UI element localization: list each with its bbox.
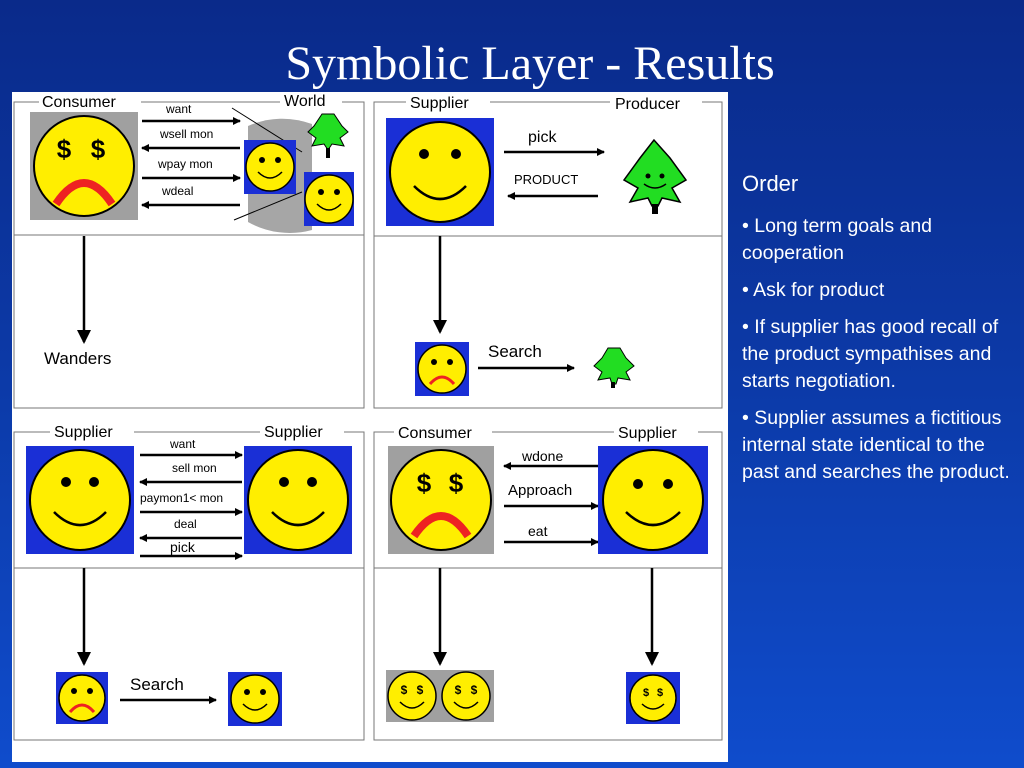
p1-msg-wdeal: wdeal xyxy=(161,184,193,198)
svg-text:$: $ xyxy=(449,468,464,498)
supplier-small-happy-face-icon xyxy=(228,672,282,726)
consumer-double-happy-face-icon: $ $ $ $ xyxy=(386,670,494,722)
panel2-right-label: Producer xyxy=(615,96,681,113)
p2-msg-product: PRODUCT xyxy=(514,172,578,187)
sidebar-bullet-1: • Long term goals and cooperation xyxy=(742,215,933,264)
supplier-right-happy-face-icon xyxy=(244,446,352,554)
panel4-right-label: Supplier xyxy=(618,425,677,442)
p3-result-search: Search xyxy=(130,675,184,694)
diagram: Consumer World $ $ want wsell mon wpay m… xyxy=(12,92,728,762)
svg-text:$: $ xyxy=(643,687,649,699)
svg-text:$: $ xyxy=(57,134,72,164)
sidebar-bullet-4: • Supplier assumes a fictitious internal… xyxy=(742,407,1010,483)
p3-msg-deal: deal xyxy=(174,517,197,531)
producer-tree-icon xyxy=(622,138,688,214)
p4-msg-eat: eat xyxy=(528,523,548,539)
supplier-left-happy-face-icon xyxy=(26,446,134,554)
consumer-sad-face-2-icon: $ $ xyxy=(388,446,494,554)
supplier-happy-face-icon xyxy=(386,118,494,226)
consumer-sad-face-icon: $ $ xyxy=(30,112,138,220)
svg-text:$: $ xyxy=(657,687,663,699)
supplier-small-sad-face-icon xyxy=(56,672,108,724)
p4-msg-wdone: wdone xyxy=(521,448,563,464)
panel4-left-label: Consumer xyxy=(398,425,472,442)
svg-text:$: $ xyxy=(417,468,432,498)
panel-supplier-supplier: Supplier Supplier want sell mon paymon1<… xyxy=(26,424,352,726)
p1-msg-wpay: wpay mon xyxy=(157,157,213,171)
panel-frames xyxy=(13,101,723,741)
p3-msg-pick: pick xyxy=(170,539,196,555)
p1-msg-want: want xyxy=(165,102,192,116)
p3-msg-paymon: paymon1< mon xyxy=(140,491,223,505)
panel1-left-label: Consumer xyxy=(42,94,116,111)
small-tree-icon xyxy=(593,347,635,388)
panel-consumer-supplier: Consumer Supplier $ $ wdone Approach eat… xyxy=(386,425,708,724)
panel1-right-label: World xyxy=(284,93,326,110)
svg-text:$: $ xyxy=(471,683,478,697)
panel3-left-label: Supplier xyxy=(54,424,113,441)
panel3-right-label: Supplier xyxy=(264,424,323,441)
supplier-sad-face-icon xyxy=(415,342,469,396)
p2-result-search: Search xyxy=(488,342,542,361)
svg-text:$: $ xyxy=(91,134,106,164)
svg-text:$: $ xyxy=(401,683,408,697)
sidebar-text: Order • Long term goals and cooperation … xyxy=(742,170,1022,496)
panel-consumer-world: Consumer World $ $ want wsell mon wpay m… xyxy=(30,92,354,368)
p3-msg-sell: sell mon xyxy=(172,461,217,475)
slide-title: Symbolic Layer - Results xyxy=(285,37,775,90)
p4-msg-approach: Approach xyxy=(508,482,572,499)
supplier-small-happy-face-2-icon: $ $ xyxy=(626,672,680,724)
world-icon xyxy=(231,107,354,233)
p1-msg-wsell: wsell mon xyxy=(159,127,213,141)
sidebar-heading: Order xyxy=(742,171,799,196)
sidebar-bullet-2: • Ask for product xyxy=(742,279,885,301)
sidebar-bullet-3: • If supplier has good recall of the pro… xyxy=(742,316,999,392)
svg-text:$: $ xyxy=(455,683,462,697)
panel-supplier-producer: Supplier Producer pick PRODUCT Search xyxy=(386,95,702,396)
p1-result-wanders: Wanders xyxy=(44,349,111,368)
svg-text:$: $ xyxy=(417,683,424,697)
panel2-left-label: Supplier xyxy=(410,95,469,112)
p3-msg-want: want xyxy=(169,437,196,451)
p2-msg-pick: pick xyxy=(528,129,557,146)
supplier-happy-face-2-icon xyxy=(598,446,708,554)
